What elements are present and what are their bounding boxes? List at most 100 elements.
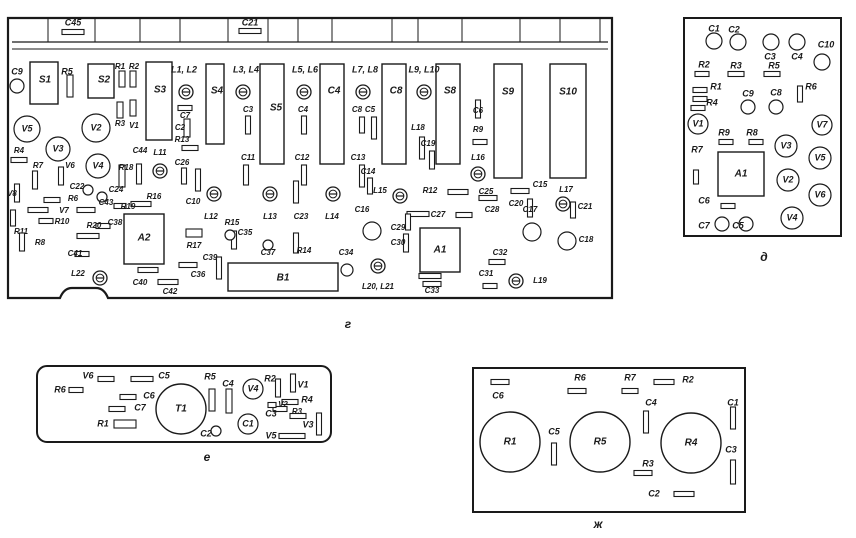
part-label-r5: R5 [61, 66, 73, 76]
capacitor-c11 [242, 164, 250, 186]
part-label-c42: C42 [163, 287, 178, 296]
resistor-r3 [289, 412, 307, 420]
part-label-a1: A1 [433, 245, 447, 256]
capacitor-c29 [404, 213, 412, 231]
part-label-c26: C26 [175, 158, 190, 167]
part-label-v1: V1 [297, 379, 308, 389]
switch-s9 [493, 63, 523, 179]
potentiometer-r4 [660, 412, 722, 474]
part-label-v3: V3 [302, 419, 313, 429]
part-label-s5: S5 [270, 103, 283, 114]
part-label-v1: V1 [692, 118, 703, 128]
resistor-r18 [118, 164, 126, 188]
trimmer-c17 [522, 222, 542, 242]
resistor-r10 [38, 217, 54, 225]
capacitor-c5 [130, 375, 154, 383]
part-label-l14: L14 [325, 212, 339, 221]
part-label-c8: C8 [352, 105, 363, 114]
part-label-c9: C9 [11, 66, 23, 76]
part-label-c18: C18 [579, 235, 594, 244]
part-label-c20: C20 [509, 199, 524, 208]
resistor-r4 [281, 398, 299, 406]
part-label-c10: C10 [186, 197, 201, 206]
part-label-c2: C2 [200, 428, 212, 438]
part-label-l15: L15 [373, 186, 387, 195]
part-label-l5-l6: L5, L6 [292, 64, 319, 74]
resistor-r13 [181, 144, 199, 152]
part-label-l19: L19 [533, 276, 547, 285]
capacitor-c6 [474, 99, 482, 119]
resistor-r8 [748, 138, 764, 146]
part-label-c4: C4 [298, 105, 309, 114]
part-label-r8: R8 [746, 127, 758, 137]
part-label-r16: R16 [147, 192, 162, 201]
part-label-c7: C7 [698, 220, 710, 230]
capacitor-c41 [74, 250, 90, 258]
part-label-c17: C17 [523, 205, 538, 214]
transistor-v1 [129, 99, 137, 117]
capacitor-c21-top [238, 27, 262, 35]
part-label-t1: T1 [175, 404, 187, 415]
diode-v5 [278, 432, 306, 440]
board-caption-board-d: д [760, 250, 767, 264]
part-label-l12: L12 [204, 212, 218, 221]
capacitor-c1 [705, 32, 723, 50]
capacitor-c31 [418, 272, 442, 280]
part-label-c1: C1 [708, 23, 720, 33]
part-label-s8: S8 [444, 86, 457, 97]
capacitor-c2 [210, 425, 222, 437]
board-caption-board-g: г [345, 317, 352, 331]
capacitor-c33 [422, 280, 442, 288]
resistor-r7 [31, 170, 39, 190]
part-label-r12: R12 [423, 186, 438, 195]
part-label-c35: C35 [238, 228, 253, 237]
resistor-r14 [292, 232, 300, 254]
part-label-r1: R1 [115, 62, 126, 71]
resistor-r6 [68, 386, 84, 394]
capacitor-c4 [225, 388, 233, 414]
part-label-l9-l10: L9, L10 [408, 64, 439, 74]
transistor-v4 [780, 206, 804, 230]
part-label-r4: R4 [14, 146, 25, 155]
board-caption-board-zh: ж [593, 517, 604, 531]
integrated-circuit-a2 [123, 213, 165, 265]
capacitor-c42 [157, 278, 179, 286]
capacitor-c25 [478, 194, 498, 202]
capacitor-c19 [428, 150, 436, 170]
part-label-r9: R9 [718, 127, 730, 137]
resistor-r20 [76, 232, 100, 240]
board-caption-board-e: е [204, 450, 211, 464]
part-label-c44: C44 [133, 146, 148, 155]
part-label-c16: C16 [355, 205, 370, 214]
part-label-r10: R10 [55, 217, 70, 226]
part-label-v7: V7 [816, 119, 828, 129]
capacitor-c4 [788, 33, 806, 51]
part-label-l22: L22 [71, 269, 85, 278]
resistor-r4 [690, 104, 706, 112]
part-label-c34: C34 [339, 248, 354, 257]
part-label-s2: S2 [98, 75, 111, 86]
part-label-v8: V8 [7, 189, 17, 198]
part-label-r11: R11 [14, 227, 29, 236]
switch-s5 [259, 63, 285, 165]
part-label-s10: S10 [559, 87, 577, 98]
part-label-r2: R2 [129, 62, 140, 71]
part-label-a2: A2 [137, 233, 151, 244]
part-label-c4: C4 [222, 378, 234, 388]
part-label-r4: R4 [706, 97, 718, 107]
part-label-r3: R3 [292, 407, 303, 416]
resistor-r8 [18, 232, 26, 252]
resistor-r6 [567, 387, 587, 395]
capacitor-c6 [720, 202, 736, 210]
capacitor-c26 [180, 167, 188, 185]
capacitor-c7 [714, 216, 730, 232]
capacitor-c14 [366, 177, 374, 195]
switch-s4 [205, 63, 225, 145]
switch-s2 [87, 63, 115, 99]
part-label-l16: L16 [471, 153, 485, 162]
potentiometer-r5 [569, 411, 631, 473]
transistor-v3 [315, 412, 323, 436]
part-label-l1-l2: L1, L2 [171, 64, 197, 74]
capacitor-c5 [550, 442, 558, 466]
